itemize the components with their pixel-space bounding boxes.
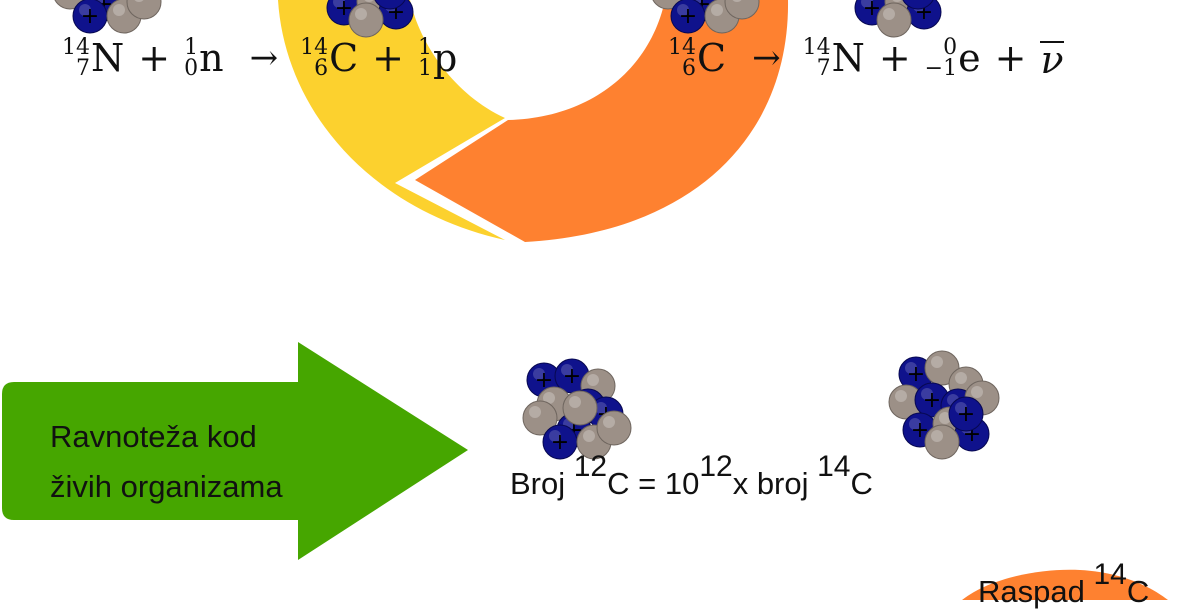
neutron-ball: [348, 2, 384, 38]
svg-text:+: +: [679, 4, 697, 29]
equilibrium-label-line2: živih organizama: [50, 469, 283, 504]
svg-text:+: +: [551, 430, 569, 455]
element-symbol: C: [697, 36, 727, 80]
orange-cycle-arrow: [415, 0, 789, 242]
element-symbol: N: [91, 36, 125, 80]
atomic-number: 6: [314, 56, 329, 81]
proton-ball: +: [902, 0, 934, 10]
svg-text:+: +: [923, 388, 941, 413]
element-symbol: N: [831, 36, 865, 80]
element-symbol: C: [329, 36, 359, 80]
atomic-number: 0: [184, 56, 199, 81]
svg-text:+: +: [381, 0, 399, 5]
atomic-number: 7: [816, 56, 831, 81]
neutron-ball: [596, 410, 632, 446]
neutron-ball: [924, 424, 960, 460]
decay-label-prefix: Raspad: [978, 574, 1094, 609]
decay-label-end: C: [1126, 574, 1150, 609]
atomic-number: 1: [418, 56, 432, 81]
neutron-ball: [888, 384, 924, 420]
element-symbol: e: [958, 36, 981, 80]
ratio-exponent: 12: [699, 450, 733, 483]
decay-label: Raspad 14C: [978, 558, 1150, 610]
mass-number: 14: [62, 35, 90, 60]
svg-text:+: +: [911, 418, 929, 443]
proton-ball: +: [542, 424, 578, 460]
mass-number: 14: [668, 35, 696, 60]
equilibrium-label: Ravnoteža kod živih organizama: [50, 412, 283, 512]
atomic-number: 7: [76, 56, 90, 81]
mass-number: 0: [943, 35, 958, 60]
atomic-number: 6: [682, 56, 696, 81]
atomic-number: −1: [924, 56, 958, 81]
neutron-ball: [126, 0, 162, 20]
svg-text:+: +: [563, 364, 581, 389]
mass-number: 1: [418, 35, 432, 60]
ratio-end: C: [850, 466, 873, 501]
element-symbol: p: [433, 36, 458, 80]
proton-ball: +: [898, 356, 934, 392]
proton-ball: +: [72, 0, 108, 34]
element-symbol: n: [199, 36, 224, 80]
neutron-ball: [876, 2, 912, 38]
plus-sign: +: [878, 36, 911, 80]
ratio-sup-12: 12: [573, 450, 608, 483]
green-equilibrium-arrow: [2, 342, 468, 560]
svg-text:+: +: [907, 362, 925, 387]
svg-text:+: +: [909, 0, 927, 5]
proton-ball: +: [670, 0, 706, 34]
nuclei-group: ++++++++++++++++++++++++++++++++++++: [54, 0, 1000, 460]
orange-decay-shape: [962, 569, 1168, 600]
reaction-arrow: →: [249, 38, 279, 78]
svg-text:+: +: [81, 4, 99, 29]
plus-sign: +: [994, 36, 1027, 80]
isotope-ratio-text: Broj 12C = 1012x broj 14C: [510, 450, 873, 502]
neutron-ball: [724, 0, 760, 20]
ratio-sup-14: 14: [817, 450, 851, 483]
proton-ball: +: [948, 396, 984, 432]
neutron-ball: [522, 400, 558, 436]
plus-sign: +: [138, 36, 171, 80]
mass-number: 14: [802, 35, 831, 60]
svg-text:+: +: [957, 402, 975, 427]
decay-label-sup: 14: [1093, 558, 1127, 591]
svg-text:+: +: [863, 0, 881, 21]
mass-number: 1: [184, 35, 199, 60]
ratio-mid2: x broj: [732, 466, 818, 501]
antineutrino-symbol: ν: [1040, 38, 1064, 82]
neutron-ball: [562, 390, 598, 426]
svg-text:+: +: [535, 368, 553, 393]
equilibrium-label-line1: Ravnoteža kod: [50, 419, 257, 454]
ratio-prefix: Broj: [510, 466, 574, 501]
ratio-mid1: C = 10: [607, 466, 700, 501]
proton-ball: +: [914, 382, 950, 418]
proton-ball: +: [374, 0, 406, 10]
svg-text:+: +: [335, 0, 353, 21]
mass-number: 14: [300, 35, 329, 60]
yellow-cycle-arrow: [278, 0, 505, 240]
reaction-arrow: →: [752, 38, 781, 78]
plus-sign: +: [372, 36, 404, 80]
